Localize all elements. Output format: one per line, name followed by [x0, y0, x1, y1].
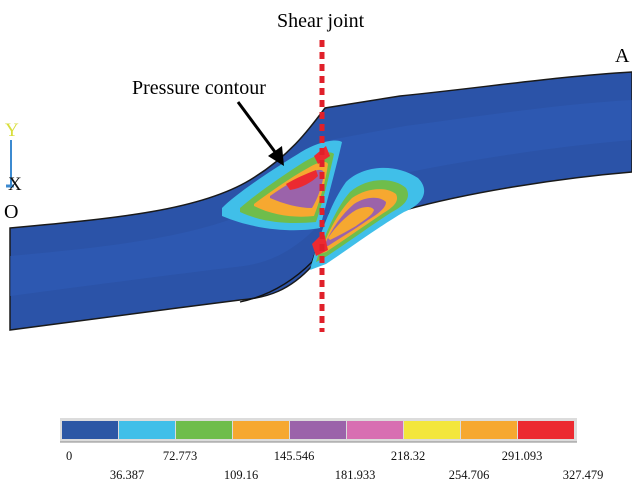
- pressure-contour-upper: [222, 140, 342, 231]
- axis-x-label: X: [8, 174, 22, 195]
- color-legend: 0 72.773 145.546 218.32 291.093 36.387 109.16 1…: [60, 418, 603, 482]
- legend-tick-label: 254.706: [449, 468, 490, 482]
- pressure-contour-lower: [310, 167, 425, 270]
- point-o-label: O: [4, 201, 18, 223]
- legend-tick-label: 145.546: [274, 449, 315, 463]
- legend-swatch-7: [404, 421, 460, 439]
- legend-swatch-6: [347, 421, 403, 439]
- legend-swatch-5: [290, 421, 346, 439]
- pressure-contour-arrow: [236, 101, 280, 157]
- legend-tick-label: 72.773: [163, 449, 197, 463]
- legend-tick-label: 0: [66, 449, 72, 463]
- legend-tick-label: 291.093: [502, 449, 543, 463]
- legend-swatch-2: [119, 421, 175, 439]
- shear-joint-label: Shear joint: [277, 10, 365, 32]
- axis-triad: Y X: [5, 120, 22, 195]
- pipe-seam-line: [239, 211, 331, 303]
- legend-tick-label: 109.16: [224, 468, 258, 482]
- arrow-head-icon: [268, 146, 284, 166]
- legend-swatch-4: [233, 421, 289, 439]
- point-a-label: A: [615, 45, 630, 67]
- legend-swatch-3: [176, 421, 232, 439]
- legend-swatch-1: [62, 421, 118, 439]
- legend-swatch-8: [461, 421, 517, 439]
- legend-tick-label: 181.933: [335, 468, 376, 482]
- legend-tick-label: 327.479: [563, 468, 604, 482]
- pressure-contour-label: Pressure contour: [132, 77, 266, 99]
- legend-tick-label: 218.32: [391, 449, 425, 463]
- legend-tick-label: 36.387: [110, 468, 144, 482]
- axis-y-label: Y: [5, 120, 19, 141]
- legend-swatch-9: [518, 421, 574, 439]
